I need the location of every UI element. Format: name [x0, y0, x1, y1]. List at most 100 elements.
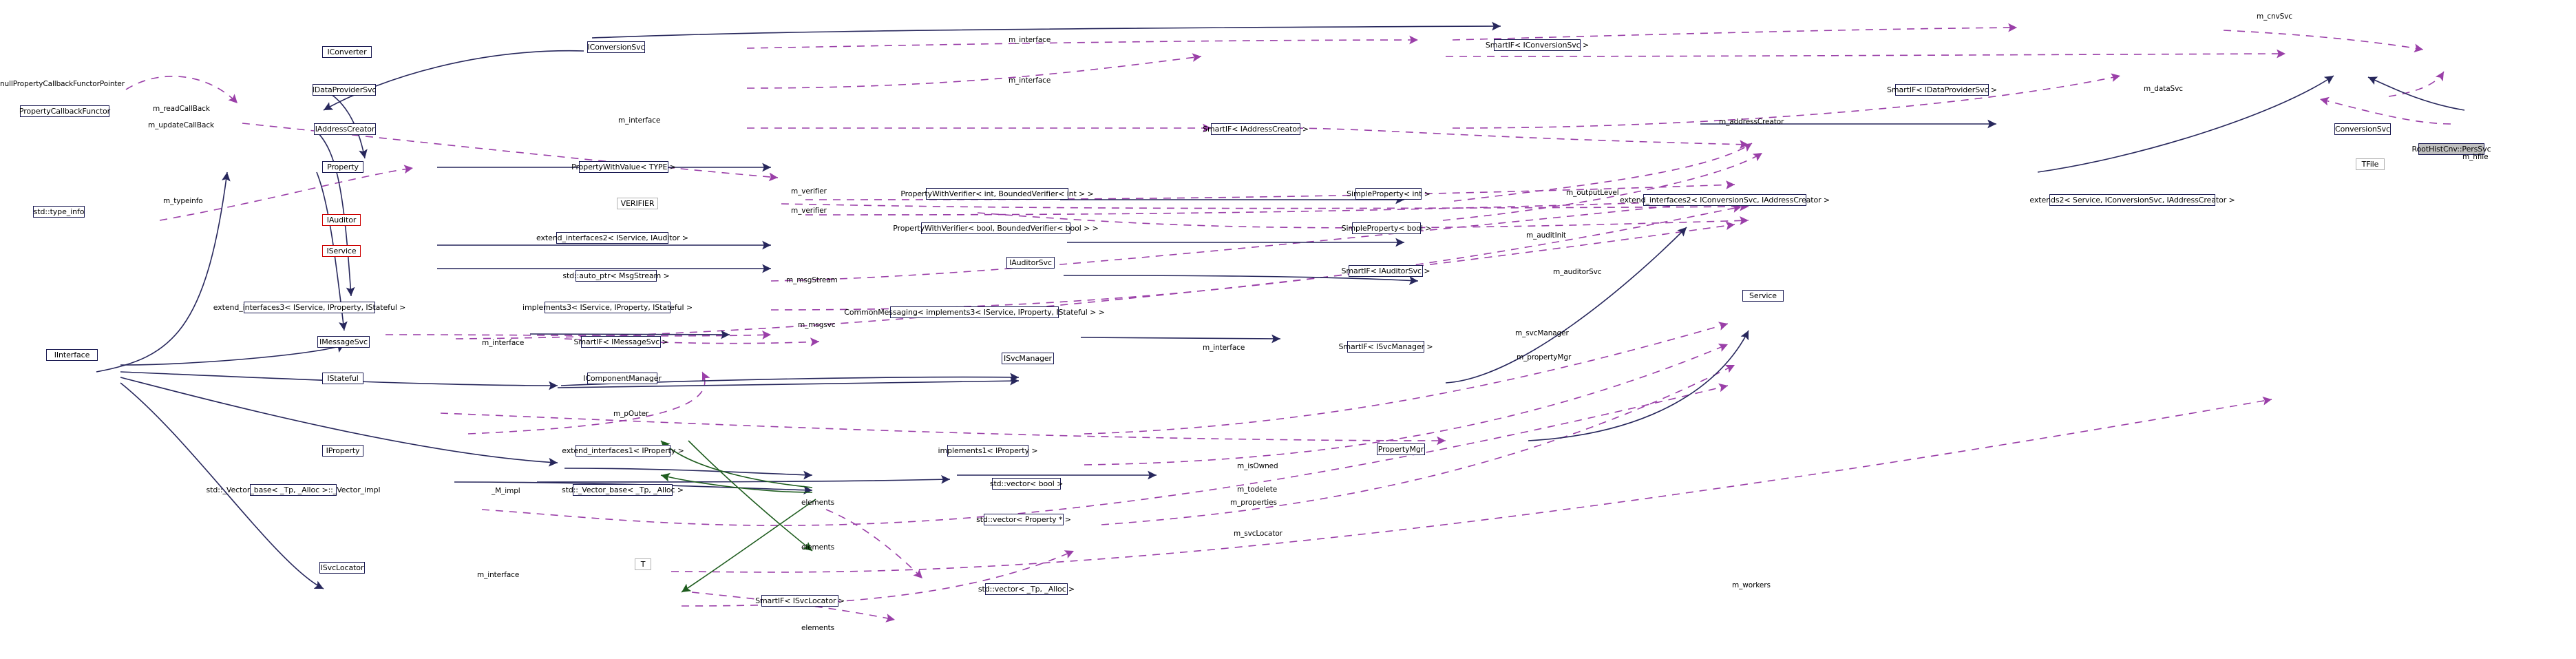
class-node-iProperty[interactable]: IProperty — [322, 445, 363, 457]
class-node-property[interactable]: Property — [322, 161, 363, 173]
class-node-label: IAuditorSvc — [1009, 258, 1052, 267]
class-node-propertyMgr[interactable]: PropertyMgr — [1377, 443, 1425, 455]
edge-label-m_interface_6: m_interface — [477, 571, 520, 579]
class-node-iAuditor[interactable]: IAuditor — [322, 214, 361, 226]
class-node-label: SmartIF< IAuditorSvc > — [1341, 266, 1430, 275]
class-node-service[interactable]: Service — [1742, 290, 1784, 302]
class-node-rootHistCnvPersSvc[interactable]: RootHistCnv::PersSvc — [2411, 143, 2491, 155]
edge-label-m_interface_5: m_interface — [1203, 344, 1245, 352]
class-node-smartIFAddressCreator[interactable]: SmartIF< IAddressCreator > — [1203, 123, 1309, 135]
class-node-iAuditorSvc[interactable]: IAuditorSvc — [1006, 257, 1055, 269]
class-node-smartIFSvcManager[interactable]: SmartIF< ISvcManager > — [1338, 341, 1433, 353]
class-node-label: IMessageSvc — [319, 337, 368, 346]
class-node-iService[interactable]: IService — [322, 245, 361, 257]
class-node-label: std::type_info — [33, 207, 85, 216]
class-node-label: IService — [326, 247, 357, 255]
class-node-iSvcManager[interactable]: ISvcManager — [1002, 353, 1054, 364]
class-node-smartIFDataProviderSvc[interactable]: SmartIF< IDataProviderSvc > — [1887, 84, 1997, 96]
class-node-conversionSvc[interactable]: ConversionSvc — [2334, 123, 2391, 135]
class-node-implements1IProperty[interactable]: implements1< IProperty > — [938, 445, 1038, 457]
class-node-label: IConversionSvc — [587, 43, 645, 52]
class-node-iInterface[interactable]: IInterface — [46, 349, 98, 361]
class-node-label: extend_interfaces2< IService, IAuditor > — [536, 233, 689, 242]
edge-label-m_propertyMgr: m_propertyMgr — [1517, 353, 1572, 362]
edge-label-m_interface_1: m_interface — [1009, 36, 1051, 44]
class-node-verifier[interactable]: VERIFIER — [617, 198, 658, 209]
class-node-label: ISvcLocator — [320, 563, 364, 572]
class-node-simplePropertyInt[interactable]: SimpleProperty< int > — [1347, 188, 1430, 200]
class-node-extendIfaces2ConvAddr[interactable]: extend_interfaces2< IConversionSvc, IAdd… — [1620, 194, 1830, 206]
edge-label-m_msgsvc: m_msgsvc — [798, 321, 836, 329]
class-node-vectorTpAlloc[interactable]: std::vector< _Tp, _Alloc > — [978, 583, 1075, 595]
edge-label-m_verifier_2: m_verifier — [791, 207, 827, 215]
edge-label-m_addressCreator: m_addressCreator — [1719, 118, 1784, 126]
edge-label-m_isOwned: m_isOwned — [1237, 462, 1278, 470]
edge-label-m_dataSvc: m_dataSvc — [2144, 85, 2183, 93]
class-node-label: TFile — [2361, 160, 2379, 169]
edge-label-m_interface_4: m_interface — [482, 339, 525, 347]
edge-label-m_updateCallBack: m_updateCallBack — [148, 121, 214, 129]
class-node-stdTypeInfo[interactable]: std::type_info — [33, 206, 85, 218]
class-node-label: std::auto_ptr< MsgStream > — [562, 271, 670, 280]
edge-label-m_properties: m_properties — [1230, 499, 1277, 507]
class-node-smartIFMessageSvc[interactable]: SmartIF< IMessageSvc > — [573, 336, 668, 348]
class-node-commonMessaging[interactable]: CommonMessaging< implements3< IService, … — [844, 306, 1105, 318]
class-node-iDataProviderSvc[interactable]: IDataProviderSvc — [313, 84, 376, 96]
class-node-vectorPropertyPtr[interactable]: std::vector< Property * > — [976, 514, 1071, 525]
class-node-vectorBaseImpl[interactable]: std::_Vector_base< _Tp, _Alloc >::_Vecto… — [207, 484, 381, 496]
class-node-extendIfaces1IProperty[interactable]: extend_interfaces1< IProperty > — [562, 445, 684, 457]
class-node-propWithVerifierInt[interactable]: PropertyWithVerifier< int, BoundedVerifi… — [900, 188, 1094, 200]
class-node-iMessageSvc[interactable]: IMessageSvc — [317, 336, 370, 348]
class-node-iSvcLocator[interactable]: ISvcLocator — [319, 562, 365, 574]
edge-label-m_readCallBack: m_readCallBack — [153, 105, 210, 113]
class-node-propWithVerifierBool[interactable]: PropertyWithVerifier< bool, BoundedVerif… — [893, 222, 1099, 234]
class-node-smartIFAuditorSvc[interactable]: SmartIF< IAuditorSvc > — [1342, 265, 1430, 277]
class-node-label: IAuditor — [326, 216, 357, 224]
class-node-label: PropertyWithVerifier< bool, BoundedVerif… — [893, 224, 1099, 233]
edge-label-m_msgStream: m_msgStream — [786, 276, 838, 284]
class-node-vectorBase[interactable]: std::_Vector_base< _Tp, _Alloc > — [562, 484, 684, 496]
class-node-implements3[interactable]: implements3< IService, IProperty, IState… — [522, 302, 693, 313]
class-node-iComponentManager[interactable]: IComponentManager — [583, 373, 662, 384]
class-node-label: extends2< Service, IConversionSvc, IAddr… — [2029, 196, 2235, 205]
edge-label-m_outputLevel: m_outputLevel — [1566, 189, 1619, 197]
class-node-label: IDataProviderSvc — [312, 85, 377, 94]
class-node-smartIFConversionSvc[interactable]: SmartIF< IConversionSvc > — [1486, 39, 1589, 51]
edge-label-m_auditInit: m_auditInit — [1526, 231, 1566, 240]
class-node-iAddressCreator[interactable]: IAddressCreator — [314, 123, 376, 135]
class-node-propertyWithValueTYPE[interactable]: PropertyWithValue< TYPE > — [571, 161, 676, 173]
edge-label-m_todelete: m_todelete — [1237, 485, 1278, 494]
edge-label-m_cnvSvc: m_cnvSvc — [2257, 12, 2292, 21]
class-node-extendIfaces3[interactable]: extend_interfaces3< IService, IProperty,… — [213, 302, 405, 313]
edge-label-m_svcManager: m_svcManager — [1515, 329, 1569, 337]
class-node-label: extend_interfaces1< IProperty > — [562, 446, 684, 455]
class-node-label: RootHistCnv::PersSvc — [2411, 145, 2491, 154]
class-node-label: std::_Vector_base< _Tp, _Alloc >::_Vecto… — [206, 485, 381, 494]
class-node-extends2ServiceConvAddr[interactable]: extends2< Service, IConversionSvc, IAddr… — [2029, 194, 2235, 206]
class-node-iConverter[interactable]: IConverter — [322, 46, 372, 58]
class-node-extendIfaces2ServiceAuditor[interactable]: extend_interfaces2< IService, IAuditor > — [536, 232, 688, 244]
edge-label-m_hfile: m_hfile — [2462, 153, 2489, 161]
class-node-tFile[interactable]: TFile — [2356, 158, 2385, 170]
class-node-label: IConverter — [327, 48, 367, 56]
class-node-vectorBool[interactable]: std::vector< bool > — [990, 478, 1063, 490]
class-node-label: std::vector< Property * > — [976, 515, 1071, 524]
class-node-label: ISvcManager — [1004, 354, 1052, 363]
edge-label-_M_impl: _M_impl — [492, 487, 520, 495]
class-node-iStateful[interactable]: IStateful — [322, 373, 363, 384]
edge-label-m_svcLocator: m_svcLocator — [1234, 530, 1282, 538]
class-node-propertyCallbackFunctor[interactable]: PropertyCallbackFunctor — [19, 105, 110, 117]
class-node-stdAutoPtrMsgStream[interactable]: std::auto_ptr< MsgStream > — [562, 270, 670, 282]
class-node-label: SmartIF< ISvcLocator > — [755, 596, 845, 605]
edge-label-m_auditorSvc: m_auditorSvc — [1553, 268, 1602, 276]
class-node-label: SmartIF< ISvcManager > — [1338, 342, 1433, 351]
class-node-tParam[interactable]: T — [635, 558, 651, 570]
class-node-smartIFSvcLocator[interactable]: SmartIF< ISvcLocator > — [755, 595, 845, 607]
class-node-label: SimpleProperty< int > — [1347, 189, 1430, 198]
edge-label-m_typeinfo: m_typeinfo — [163, 197, 203, 205]
edge-label-m_pOuter: m_pOuter — [613, 410, 649, 418]
class-node-iConversionSvc[interactable]: IConversionSvc — [587, 41, 645, 53]
class-node-simplePropertyBool[interactable]: SimpleProperty< bool > — [1342, 222, 1432, 234]
